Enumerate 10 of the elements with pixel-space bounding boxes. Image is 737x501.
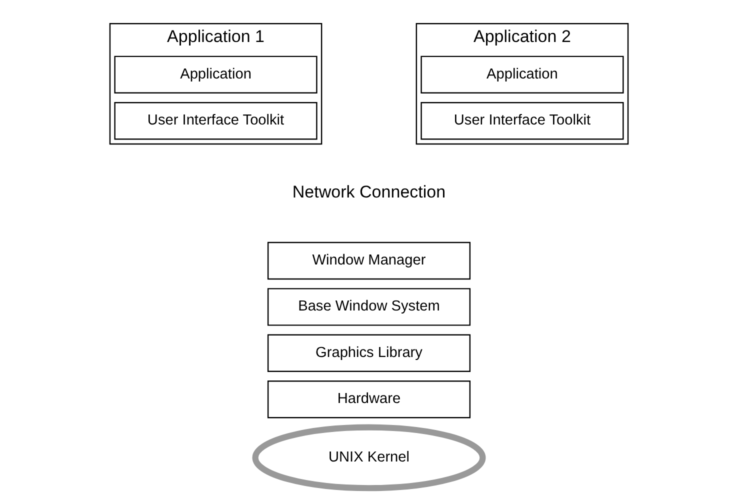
node-box: User Interface Toolkit [420,102,624,140]
node-box: Base Window System [266,288,470,326]
label: Network Connection [292,182,446,202]
node-box: Window Manager [266,241,470,280]
node-box: Hardware [266,380,470,418]
node-ellipse: UNIX Kernel [252,424,486,491]
node-box: User Interface Toolkit [114,102,317,140]
node-box: Application [420,55,624,94]
node-box: Graphics Library [266,334,470,372]
node-box: Application [114,55,317,94]
